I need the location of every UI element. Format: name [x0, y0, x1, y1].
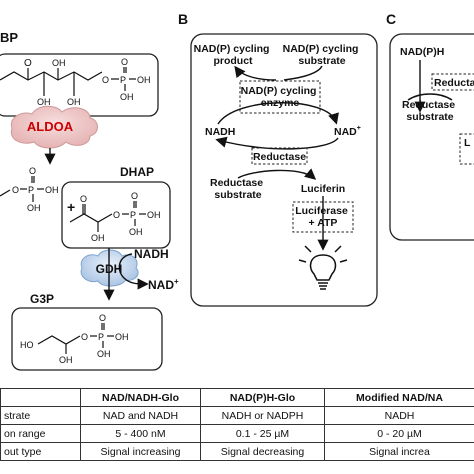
atom-p: P — [130, 210, 136, 220]
atom-o: O — [102, 75, 109, 85]
atom-p: P — [120, 75, 126, 85]
table-header — [0, 388, 81, 407]
luciferin-label: Luciferin — [301, 183, 345, 195]
panel-b: B NAD(P) cycling product NAD(P) cycling … — [178, 11, 378, 307]
plus-sign: + — [67, 199, 75, 215]
table-row: on range 5 - 400 nM 0.1 - 25 µM 0 - 20 µ… — [0, 424, 474, 443]
table-cell: Signal decreasing — [200, 442, 325, 461]
atom-oh: OH — [45, 185, 59, 195]
nadh-label-b: NADH — [205, 126, 235, 138]
atom-o: O — [113, 210, 120, 220]
aldoa-label: ALDOA — [27, 119, 74, 134]
table-row: strate NAD and NADH NADH or NADPH NADH — [0, 406, 474, 425]
light-bulb-icon — [298, 240, 348, 290]
table-header: NAD/NADH-Glo — [80, 388, 201, 407]
table-row: out type Signal increasing Signal decrea… — [0, 442, 474, 461]
table-header-row: NAD/NADH-Glo NAD(P)H-Glo Modified NAD/NA — [0, 388, 474, 407]
atom-o: O — [99, 313, 106, 323]
atom-o: O — [80, 194, 87, 204]
dhap-label: DHAP — [120, 165, 154, 179]
table-cell: 0 - 20 µM — [324, 424, 474, 443]
luciferase-box-c — [459, 133, 474, 165]
table-cell: NADH or NADPH — [200, 406, 325, 425]
nadh-label: NADH — [134, 247, 169, 261]
table-header: NAD(P)H-Glo — [200, 388, 325, 407]
reductase-substrate-label: Reductase substrate — [210, 177, 266, 201]
luciferase-label-c: L — [464, 137, 471, 149]
g3p-label: G3P — [30, 292, 54, 306]
atom-o: O — [29, 166, 36, 176]
reductase-label-c: Reducta — [434, 77, 474, 89]
atom-oh: OH — [27, 203, 41, 213]
nadph-label-c: NAD(P)H — [400, 46, 444, 58]
table-cell: 0.1 - 25 µM — [200, 424, 325, 443]
fbp-label: BP — [0, 30, 18, 45]
atom-o: O — [12, 185, 19, 195]
fbp-structure: O OH OH OH O P O OH OH — [0, 57, 151, 107]
atom-oh: OH — [59, 355, 73, 365]
table-cell: NAD and NADH — [80, 406, 201, 425]
table-cell: Signal increa — [324, 442, 474, 461]
atom-oh: OH — [115, 332, 129, 342]
atom-oh: OH — [137, 75, 151, 85]
atom-oh: OH — [147, 210, 161, 220]
cycling-substrate-label: NAD(P) cycling substrate — [283, 43, 362, 67]
atom-oh: OH — [97, 349, 111, 359]
panel-c: C NAD(P)H Reducta Reductase substrate L — [386, 11, 474, 241]
reductase-substrate-label-c: Reductase substrate — [402, 99, 458, 123]
atom-oh: OH — [91, 233, 105, 243]
g3p-structure: HO OH O P O OH OH — [20, 313, 129, 365]
table-header: Modified NAD/NA — [324, 388, 474, 407]
table-cell: 5 - 400 nM — [80, 424, 201, 443]
g3p-structure-box — [11, 307, 163, 371]
table-cell: out type — [0, 442, 81, 461]
nad-plus-label-b: NAD+ — [334, 125, 361, 138]
atom-p: P — [98, 332, 104, 342]
atom-oh: OH — [67, 97, 81, 107]
table-cell: on range — [0, 424, 81, 443]
atom-o: O — [121, 57, 128, 67]
assay-comparison-table: NAD/NADH-Glo NAD(P)H-Glo Modified NAD/NA… — [0, 388, 474, 461]
reductase-label: Reductase — [253, 151, 306, 163]
dhap-structure: O OH O P O OH OH — [69, 191, 161, 243]
panel-b-frame — [190, 33, 378, 307]
atom-o: O — [24, 58, 32, 69]
panel-c-frame — [389, 33, 474, 241]
cycling-enzyme-box — [239, 80, 321, 114]
luciferase-label: Luciferase + ATP — [295, 205, 350, 229]
reductase-box — [251, 147, 308, 165]
table-cell: Signal increasing — [80, 442, 201, 461]
ga3p-structure: O P OH OH O — [0, 166, 59, 213]
panel-c-letter: C — [386, 11, 396, 27]
nad-plus-label: NAD+ — [148, 277, 179, 292]
panel-b-letter: B — [178, 11, 188, 27]
atom-oh: OH — [37, 97, 51, 107]
atom-o: O — [131, 191, 138, 201]
table-cell: strate — [0, 406, 81, 425]
atom-oh: OH — [129, 227, 143, 237]
cycling-product-label: NAD(P) cycling product — [194, 43, 273, 67]
panel-a: BP O OH OH OH O P O OH OH ALDOA — [0, 30, 179, 371]
atom-p: P — [28, 185, 34, 195]
atom-oh: OH — [120, 92, 134, 102]
reductase-box-c — [431, 73, 474, 91]
atom-oh: OH — [52, 58, 66, 68]
atom-o: O — [81, 332, 88, 342]
atom-ho: HO — [20, 340, 34, 350]
table-cell: NADH — [324, 406, 474, 425]
pathway-diagram: BP O OH OH OH O P O OH OH ALDOA — [0, 11, 474, 371]
dhap-structure-box — [61, 181, 171, 249]
aldoa-enzyme: ALDOA — [10, 105, 98, 149]
